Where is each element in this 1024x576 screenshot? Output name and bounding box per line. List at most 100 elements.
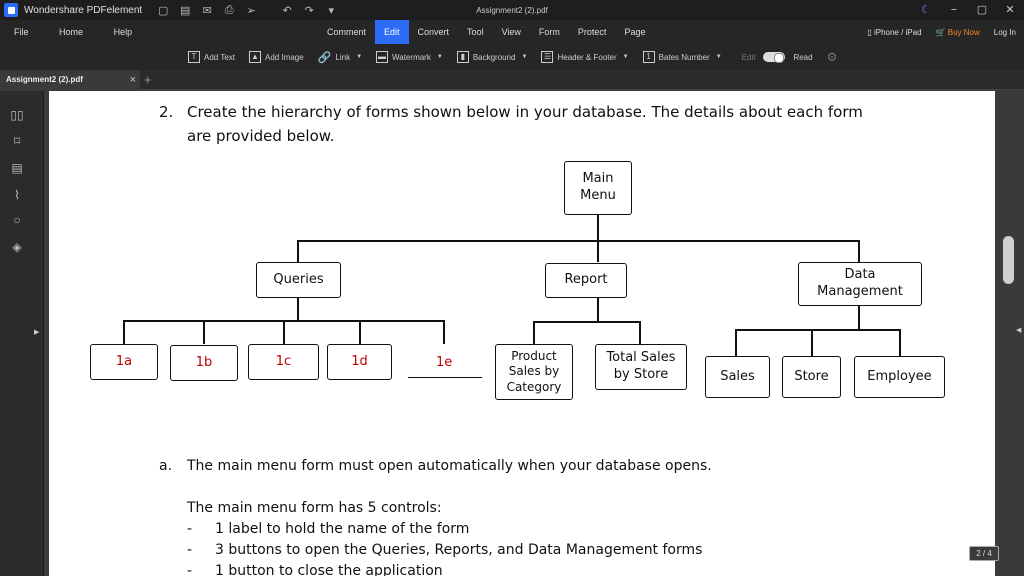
tab-tool[interactable]: Tool	[467, 27, 484, 37]
product-sales-line2: Sales by	[508, 364, 560, 379]
add-text-label: Add Text	[204, 52, 235, 62]
background-dropdown-icon: ▼	[521, 54, 528, 60]
main-menu: File Home Help	[0, 27, 146, 37]
link-label: Link	[335, 52, 351, 62]
new-tab-icon[interactable]: +	[144, 72, 152, 87]
header-footer-icon: ☰	[541, 51, 554, 63]
main-menu-line1: Main	[582, 171, 614, 187]
minimize-button[interactable]: −	[950, 4, 958, 16]
redo-icon[interactable]: ↷	[304, 4, 314, 17]
tab-view[interactable]: View	[501, 27, 521, 37]
layers-icon[interactable]: ◈	[12, 240, 22, 254]
data-management-line2: Management	[817, 284, 903, 299]
section-a-text: The main menu form must open automatical…	[187, 458, 712, 474]
menu-help[interactable]: Help	[113, 27, 133, 37]
connector	[597, 298, 599, 322]
tab-convert[interactable]: Convert	[417, 27, 450, 37]
tab-form[interactable]: Form	[538, 27, 560, 37]
share-icon[interactable]: ➢	[246, 4, 256, 17]
connector	[443, 320, 445, 344]
connector	[203, 320, 205, 344]
attachment-icon[interactable]: ⌇	[14, 188, 20, 202]
link-dropdown-icon: ▼	[356, 54, 363, 60]
store-box: Store	[782, 356, 841, 398]
search-icon[interactable]: ○	[13, 213, 21, 227]
connector	[899, 329, 901, 356]
left-sidebar: ▯▯ ⌑ ▤ ⌇ ○ ◈ ▶	[0, 91, 44, 576]
comment-icon[interactable]: ▤	[11, 161, 23, 175]
document-tab-strip: Assignment2 (2).pdf × +	[0, 70, 1024, 90]
maximize-button[interactable]: ▢	[976, 4, 988, 16]
product-sales-line3: Category	[506, 379, 562, 394]
mode-toggle[interactable]	[763, 52, 786, 63]
connector	[297, 240, 860, 242]
connector	[123, 320, 125, 344]
section-a-number: a.	[159, 458, 173, 474]
watermark-label: Watermark	[392, 52, 431, 62]
connector	[533, 321, 641, 323]
link-button[interactable]: 🔗Link▼	[318, 51, 362, 64]
employee-box: Employee	[854, 356, 945, 398]
thumbnails-icon[interactable]: ▯▯	[10, 108, 24, 122]
query-1d-box: 1d	[327, 344, 392, 380]
bates-dropdown-icon: ▼	[715, 54, 722, 60]
page-indicator[interactable]: 2 / 4	[969, 546, 999, 561]
vertical-scrollbar[interactable]	[1003, 236, 1014, 284]
menu-right: ▯ iPhone / iPad 🛒 Buy Now Log In	[867, 20, 1016, 44]
tab-protect[interactable]: Protect	[577, 27, 607, 37]
connector	[597, 215, 599, 241]
menu-home[interactable]: Home	[59, 27, 84, 37]
bullet-2: 3 buttons to open the Queries, Reports, …	[215, 542, 703, 558]
watermark-dropdown-icon: ▼	[436, 54, 443, 60]
settings-gear-icon[interactable]: ⚙	[826, 50, 838, 64]
query-1b-box: 1b	[170, 345, 238, 381]
underline	[408, 377, 482, 378]
read-label: Read	[793, 52, 813, 62]
report-box: Report	[545, 263, 627, 298]
tab-page[interactable]: Page	[624, 27, 646, 37]
close-tab-icon[interactable]: ×	[129, 74, 136, 86]
image-icon: ▲	[248, 51, 261, 63]
add-image-label: Add Image	[264, 52, 304, 62]
theme-moon-icon[interactable]: ☾	[921, 4, 931, 16]
menu-bar: File Home Help Comment Edit Convert Tool…	[0, 20, 1024, 44]
document-tab[interactable]: Assignment2 (2).pdf ×	[0, 70, 140, 90]
product-sales-line1: Product	[511, 348, 557, 363]
connector	[811, 329, 813, 356]
bookmark-icon[interactable]: ⌑	[13, 134, 21, 148]
tab-comment[interactable]: Comment	[327, 27, 367, 37]
queries-box: Queries	[256, 262, 341, 298]
save-icon[interactable]: ▤	[180, 4, 191, 17]
total-sales-line2: by Store	[613, 367, 669, 382]
device-link[interactable]: ▯ iPhone / iPad	[867, 27, 922, 37]
window-title: Assignment2 (2).pdf	[476, 5, 548, 15]
print-icon[interactable]: ⎙	[224, 3, 234, 16]
sales-box: Sales	[705, 356, 770, 398]
query-1e-label: 1e	[436, 355, 453, 370]
header-footer-button[interactable]: ☰Header & Footer▼	[541, 51, 629, 63]
customize-icon[interactable]: ▾	[328, 4, 334, 17]
undo-icon[interactable]: ↶	[282, 4, 292, 17]
new-file-icon[interactable]: ▢	[158, 4, 169, 17]
edit-read-switch[interactable]: Edit Read ⚙	[742, 50, 838, 64]
bullet-3: 1 button to close the application	[215, 563, 443, 576]
add-image-button[interactable]: ▲Add Image	[248, 51, 304, 63]
background-button[interactable]: ▮Background▼	[456, 51, 528, 63]
login-button[interactable]: Log In	[993, 27, 1016, 37]
buy-now-button[interactable]: 🛒 Buy Now	[935, 27, 980, 37]
buy-label: Buy Now	[947, 27, 980, 37]
window-controls: ☾ − ▢ ✕	[912, 0, 1024, 20]
menu-file[interactable]: File	[14, 27, 29, 37]
question-text-line2: are provided below.	[187, 127, 335, 145]
mail-icon[interactable]: ✉	[202, 4, 212, 17]
tab-edit[interactable]: Edit	[375, 20, 409, 44]
expand-sidebar-icon[interactable]: ▶	[34, 329, 40, 336]
collapse-right-panel-icon[interactable]: ◀	[1016, 327, 1022, 334]
watermark-button[interactable]: ▬Watermark▼	[376, 51, 443, 63]
total-sales-line1: Total Sales	[606, 350, 676, 366]
close-window-button[interactable]: ✕	[1005, 4, 1015, 16]
question-text-line1: Create the hierarchy of forms shown belo…	[187, 103, 863, 121]
